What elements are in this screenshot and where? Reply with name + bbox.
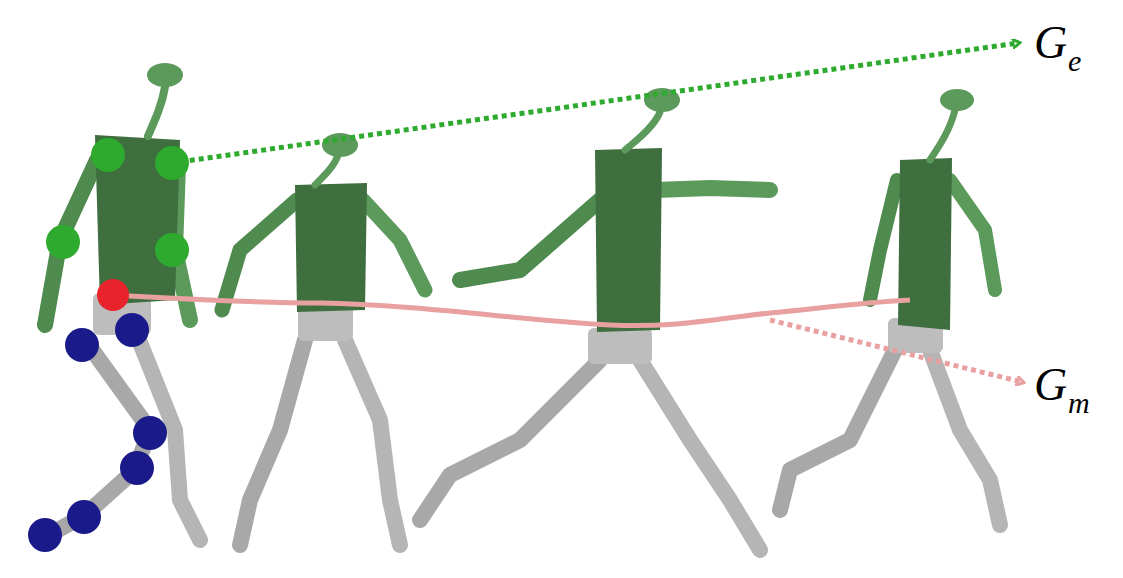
leader-arrow	[172, 43, 1018, 163]
variable-symbol: G	[1034, 362, 1067, 408]
robot-figure	[222, 133, 425, 545]
variable-symbol: G	[1034, 20, 1067, 66]
keypoint-dots	[28, 138, 189, 552]
variable-subscript: m	[1068, 388, 1090, 418]
trajectory-line	[113, 295, 910, 326]
leader-arrow	[770, 320, 1022, 382]
robot-figure	[40, 63, 200, 540]
variable-subscript: e	[1068, 46, 1081, 76]
